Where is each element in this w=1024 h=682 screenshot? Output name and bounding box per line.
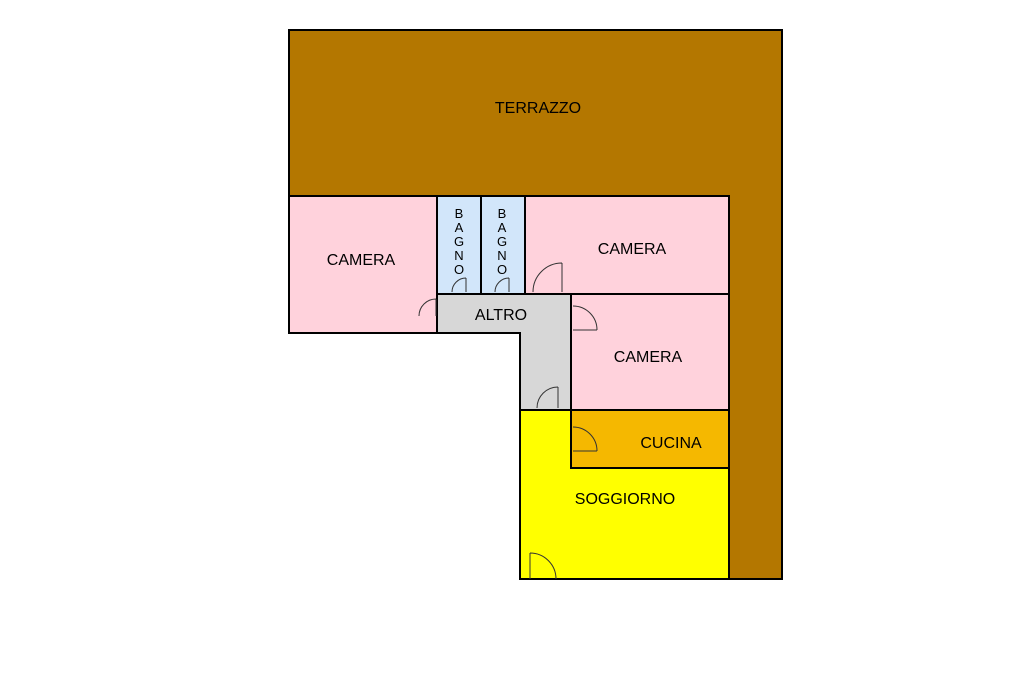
label-bagno-2: B A G N O xyxy=(497,206,507,277)
svg-text:O: O xyxy=(497,262,507,277)
svg-text:O: O xyxy=(454,262,464,277)
door-soggiorno-entry xyxy=(529,552,557,580)
svg-text:G: G xyxy=(497,234,507,249)
door-camera-top-right xyxy=(532,262,563,293)
door-camera-mid-right xyxy=(572,305,598,331)
door-altro-bottom xyxy=(536,386,559,409)
svg-text:G: G xyxy=(454,234,464,249)
label-cucina: CUCINA xyxy=(640,435,702,452)
svg-text:N: N xyxy=(497,248,506,263)
room-camera-mid-right xyxy=(570,293,730,411)
label-terrazzo: TERRAZZO xyxy=(495,100,581,117)
svg-text:B: B xyxy=(455,206,464,221)
label-camera-left: CAMERA xyxy=(327,252,396,269)
svg-text:A: A xyxy=(498,220,507,235)
door-cucina xyxy=(572,426,598,452)
door-bagno-2 xyxy=(494,277,510,293)
door-camera-left xyxy=(418,298,437,317)
door-swings xyxy=(418,262,598,580)
svg-text:A: A xyxy=(455,220,464,235)
door-bagno-1 xyxy=(451,277,467,293)
label-camera-top-right: CAMERA xyxy=(598,241,667,258)
label-soggiorno: SOGGIORNO xyxy=(575,491,675,508)
svg-text:N: N xyxy=(454,248,463,263)
label-altro: ALTRO xyxy=(475,307,527,324)
label-camera-mid-right: CAMERA xyxy=(614,349,683,366)
svg-text:B: B xyxy=(498,206,507,221)
label-bagno-1: B A G N O xyxy=(454,206,464,277)
room-camera-top-right xyxy=(524,195,730,295)
room-cucina xyxy=(570,409,730,469)
